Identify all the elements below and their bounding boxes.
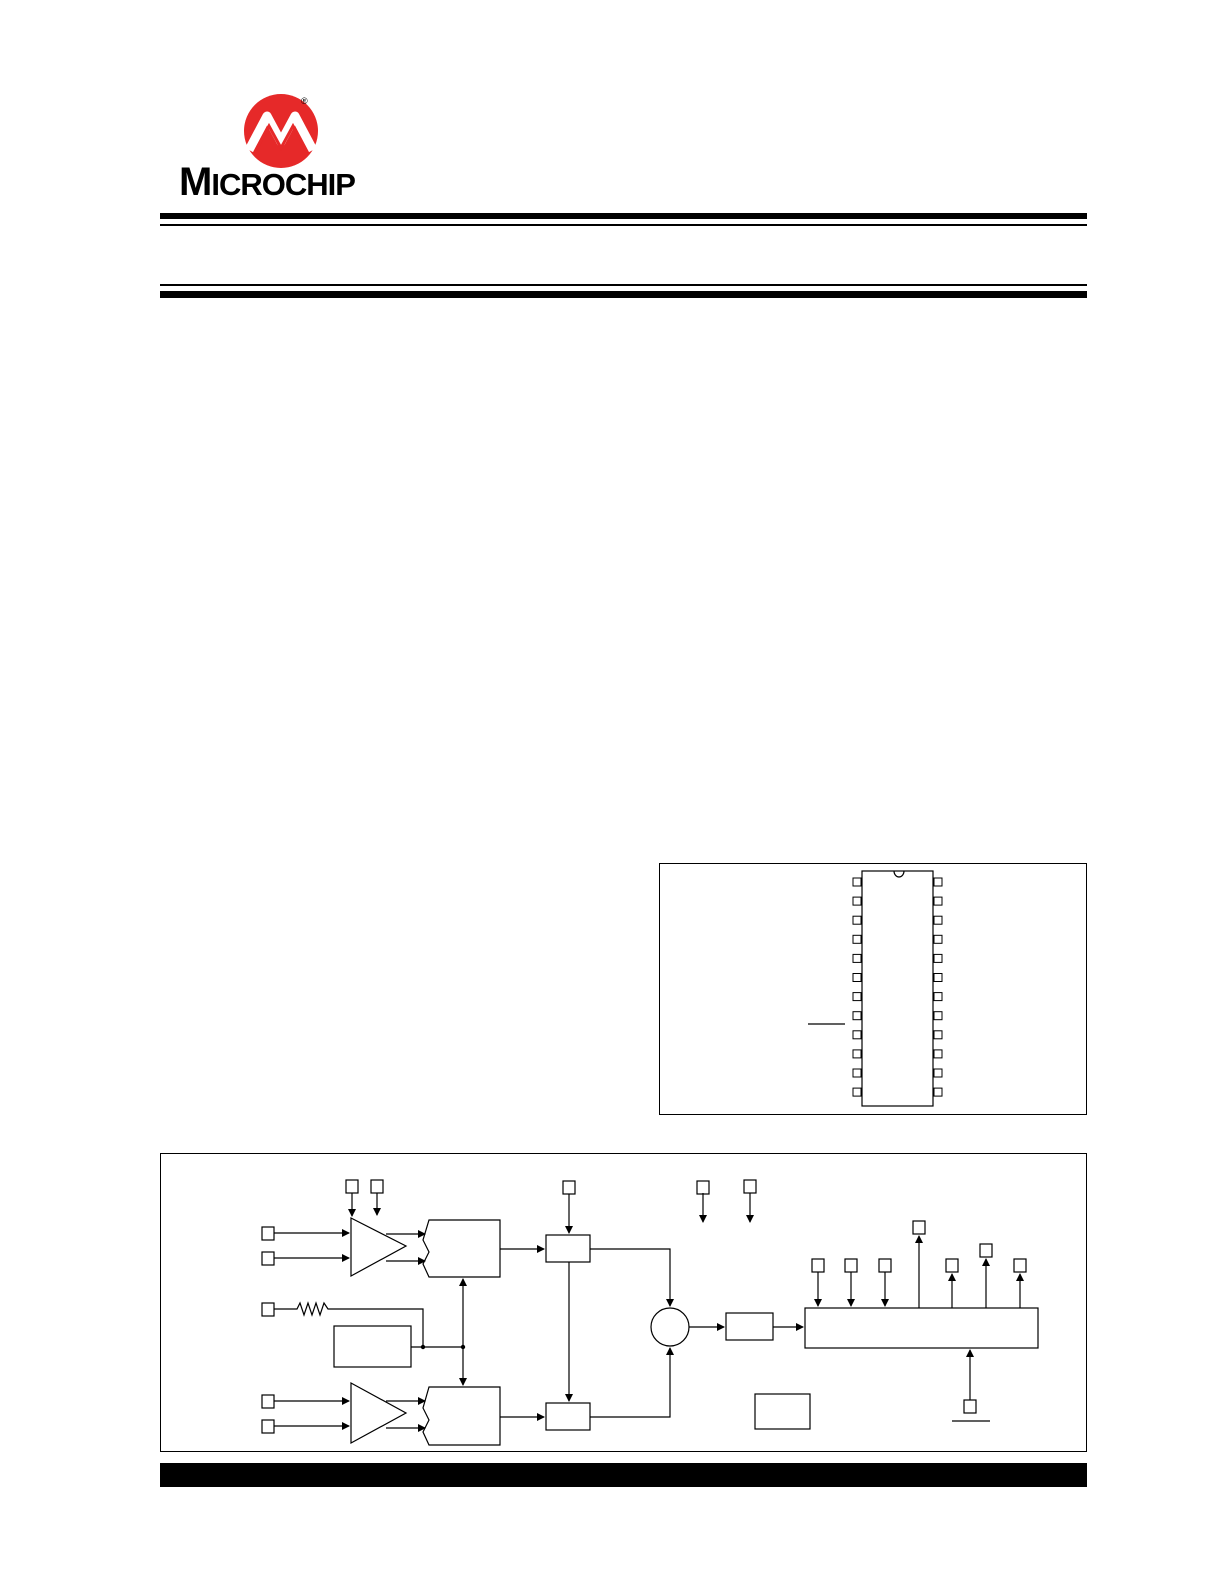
- pin-box: [696, 1180, 710, 1195]
- package-pin: [852, 915, 862, 925]
- package-pin: [933, 1087, 943, 1097]
- package-diagram-svg: [808, 870, 943, 1107]
- footer-bar: [160, 1463, 1087, 1487]
- block-diagram-svg: [261, 1179, 1039, 1446]
- pin-box: [811, 1258, 825, 1273]
- output-logic: [804, 1307, 1039, 1349]
- pin-box: [1013, 1258, 1027, 1273]
- pin-box: [370, 1179, 384, 1194]
- microchip-logo: ® MICROCHIP: [175, 92, 385, 208]
- pin-box: [844, 1258, 858, 1273]
- header-rule-thin-top: [160, 224, 1087, 226]
- pin-box: [562, 1180, 576, 1195]
- header-rule-thick-bottom: [160, 291, 1087, 298]
- pga-2: [350, 1381, 408, 1445]
- package-pin: [852, 953, 862, 963]
- pin-box: [261, 1251, 275, 1266]
- summer: [650, 1307, 690, 1347]
- pin-box: [261, 1302, 275, 1317]
- package-pin: [933, 1049, 943, 1059]
- package-pin: [933, 934, 943, 944]
- package-pin: [852, 1087, 862, 1097]
- filter: [725, 1312, 774, 1341]
- pin-box: [261, 1419, 275, 1434]
- header-rule-thick-top: [160, 213, 1087, 219]
- package-pin: [852, 1068, 862, 1078]
- pin-box: [963, 1399, 977, 1414]
- multiplier-1: [545, 1234, 591, 1263]
- oscillator: [754, 1393, 811, 1430]
- header-rule-thin-bottom: [160, 284, 1087, 286]
- package-pin: [933, 915, 943, 925]
- package-pin: [852, 973, 862, 982]
- package-pin: [933, 973, 943, 982]
- pga-1: [350, 1217, 408, 1278]
- right-pins: [933, 877, 943, 1097]
- adc-2: [422, 1386, 501, 1446]
- pin-box: [979, 1243, 993, 1258]
- registered-mark: ®: [301, 96, 308, 106]
- left-pins: [852, 877, 862, 1097]
- pin-box: [261, 1394, 275, 1409]
- reference: [333, 1325, 412, 1368]
- microchip-logo-icon: ®: [244, 94, 318, 168]
- pin-box: [261, 1226, 275, 1241]
- brand-wordmark: MICROCHIP: [179, 160, 356, 205]
- package-pin: [933, 877, 943, 887]
- package-pin: [852, 1049, 862, 1059]
- package-pin: [852, 1030, 862, 1040]
- package-pin: [933, 896, 943, 906]
- pin-box: [945, 1258, 959, 1273]
- brand-rest: ICROCHIP: [211, 167, 356, 202]
- multiplier-2: [545, 1402, 591, 1431]
- package-pin: [852, 896, 862, 906]
- pin-box: [345, 1179, 359, 1194]
- pin-box: [878, 1258, 892, 1273]
- package-pin: [933, 1068, 943, 1078]
- brand-initial: M: [179, 160, 212, 204]
- package-pin: [933, 1030, 943, 1040]
- package-pin: [933, 992, 943, 1002]
- adc-1: [422, 1219, 501, 1278]
- chip-body: [861, 870, 934, 1107]
- pin-box: [912, 1220, 926, 1235]
- pin-box: [743, 1179, 757, 1194]
- package-pin: [852, 992, 862, 1002]
- package-pin: [852, 934, 862, 944]
- package-pin: [933, 1011, 943, 1021]
- package-diagram: [659, 863, 1087, 1115]
- package-pin: [852, 877, 862, 887]
- package-pin: [852, 1011, 862, 1021]
- pin1-notch: [893, 870, 905, 878]
- block-diagram: [160, 1153, 1087, 1452]
- package-pin: [933, 953, 943, 963]
